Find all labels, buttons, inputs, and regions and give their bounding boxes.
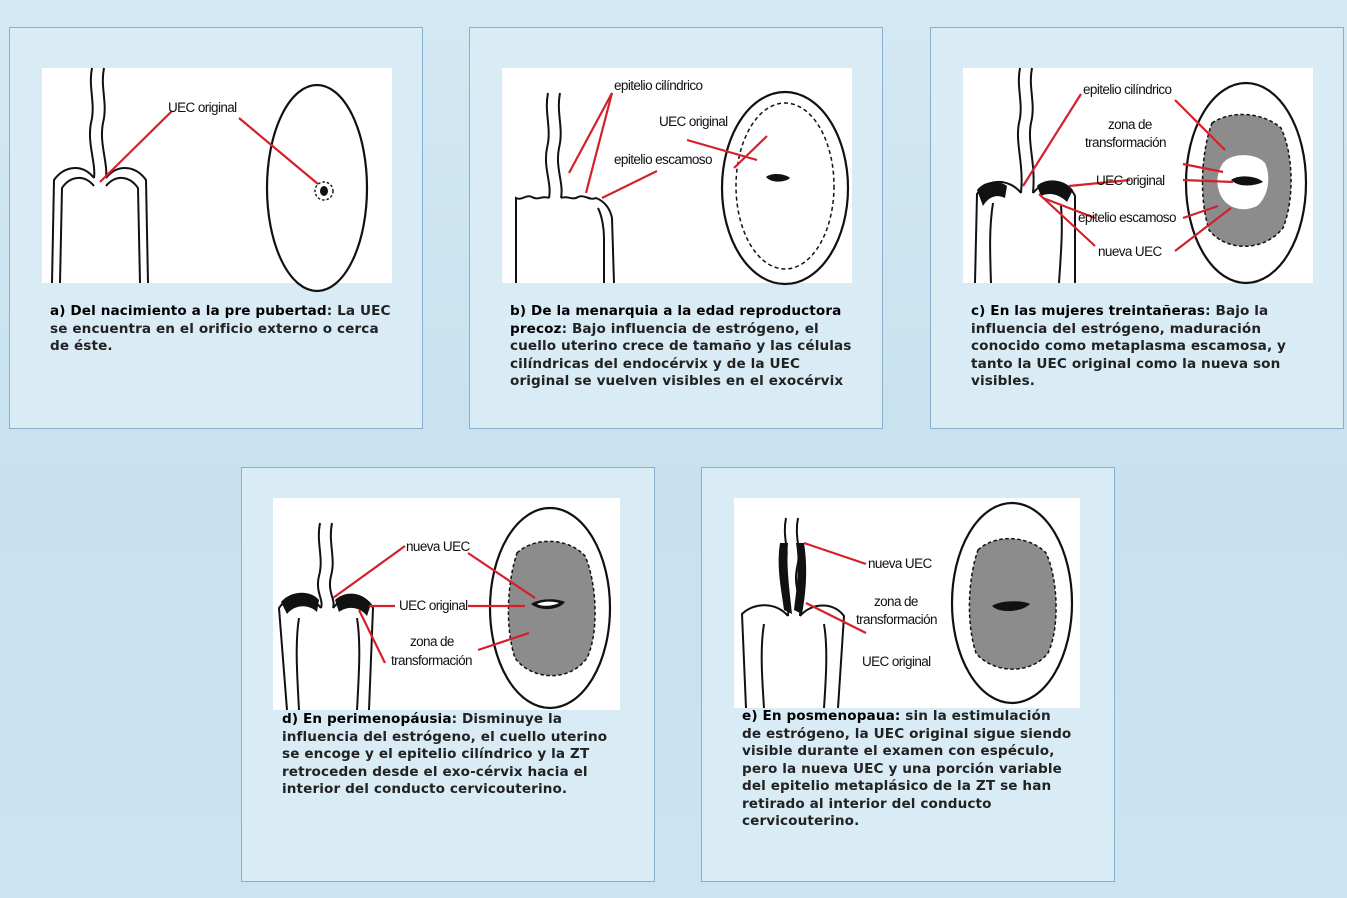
label-nueva-uec: nueva UEC <box>1098 244 1162 259</box>
cervix-cross-section <box>279 523 373 710</box>
diagram-e: nueva UEC zona de transformación UEC ori… <box>734 498 1080 708</box>
label-zona-de: zona de <box>874 594 918 609</box>
cervix-face-view <box>490 508 610 708</box>
caption-c: c) En las mujeres treintañeras: Bajo la … <box>971 303 1316 391</box>
label-transformacion: transformación <box>391 653 472 668</box>
caption-c-lead: c) En las mujeres treintañeras <box>971 303 1205 319</box>
panel-a: UEC original a) Del nacimiento a la pre … <box>9 27 423 429</box>
label-zona-de: zona de <box>1108 117 1152 132</box>
panel-b: epitelio cilíndrico UEC original epiteli… <box>469 27 883 429</box>
label-nueva-uec: nueva UEC <box>868 556 932 571</box>
cervix-face-view <box>267 85 367 291</box>
caption-b: b) De la menarquia a la edad reproductor… <box>510 303 855 391</box>
label-uec-original: UEC original <box>168 100 237 115</box>
diagram-b: epitelio cilíndrico UEC original epiteli… <box>502 68 852 283</box>
label-epitelio-escamoso: epitelio escamoso <box>614 152 712 167</box>
panel-d: nueva UEC UEC original zona de transform… <box>241 467 655 882</box>
caption-d: d) En perimenopáusia: Disminuye la influ… <box>282 711 612 799</box>
panel-c: epitelio cilíndrico zona de transformaci… <box>930 27 1344 429</box>
cervix-cross-section <box>52 68 148 283</box>
cervix-cross-section <box>742 518 844 708</box>
label-epitelio-cilindrico: epitelio cilíndrico <box>614 78 702 93</box>
cervix-face-view <box>952 503 1072 703</box>
caption-e-lead: e) En posmenopaua: <box>742 708 900 724</box>
panel-e: nueva UEC zona de transformación UEC ori… <box>701 467 1115 882</box>
label-uec-original: UEC original <box>659 114 728 129</box>
caption-a-lead: a) Del nacimiento a la pre pubertad <box>50 303 327 319</box>
label-transformacion: transformación <box>1085 135 1166 150</box>
caption-a: a) Del nacimiento a la pre pubertad: La … <box>50 303 395 356</box>
caption-e: e) En posmenopaua: sin la estimulación d… <box>742 708 1072 831</box>
label-epitelio-escamoso: epitelio escamoso <box>1078 210 1176 225</box>
caption-e-body: sin la estimulación de estrógeno, la UEC… <box>742 708 1071 829</box>
label-uec-original: UEC original <box>862 654 931 669</box>
cervix-cross-section <box>516 93 614 283</box>
label-uec-original: UEC original <box>1096 173 1165 188</box>
caption-d-lead: d) En perimenopáusia <box>282 711 452 727</box>
cervix-face-view <box>1186 83 1306 283</box>
caption-b-body: : Bajo influencia de estrógeno, el cuell… <box>510 321 851 390</box>
label-zona-de: zona de <box>410 634 454 649</box>
cervix-cross-section <box>975 68 1075 283</box>
diagram-a: UEC original <box>42 68 392 283</box>
diagram-d: nueva UEC UEC original zona de transform… <box>273 498 620 710</box>
label-transformacion: transformación <box>856 612 937 627</box>
label-nueva-uec: nueva UEC <box>406 539 470 554</box>
label-uec-original: UEC original <box>399 598 468 613</box>
label-epitelio-cilindrico: epitelio cilíndrico <box>1083 82 1171 97</box>
cervix-face-view <box>722 92 848 284</box>
diagram-c: epitelio cilíndrico zona de transformaci… <box>963 68 1313 283</box>
